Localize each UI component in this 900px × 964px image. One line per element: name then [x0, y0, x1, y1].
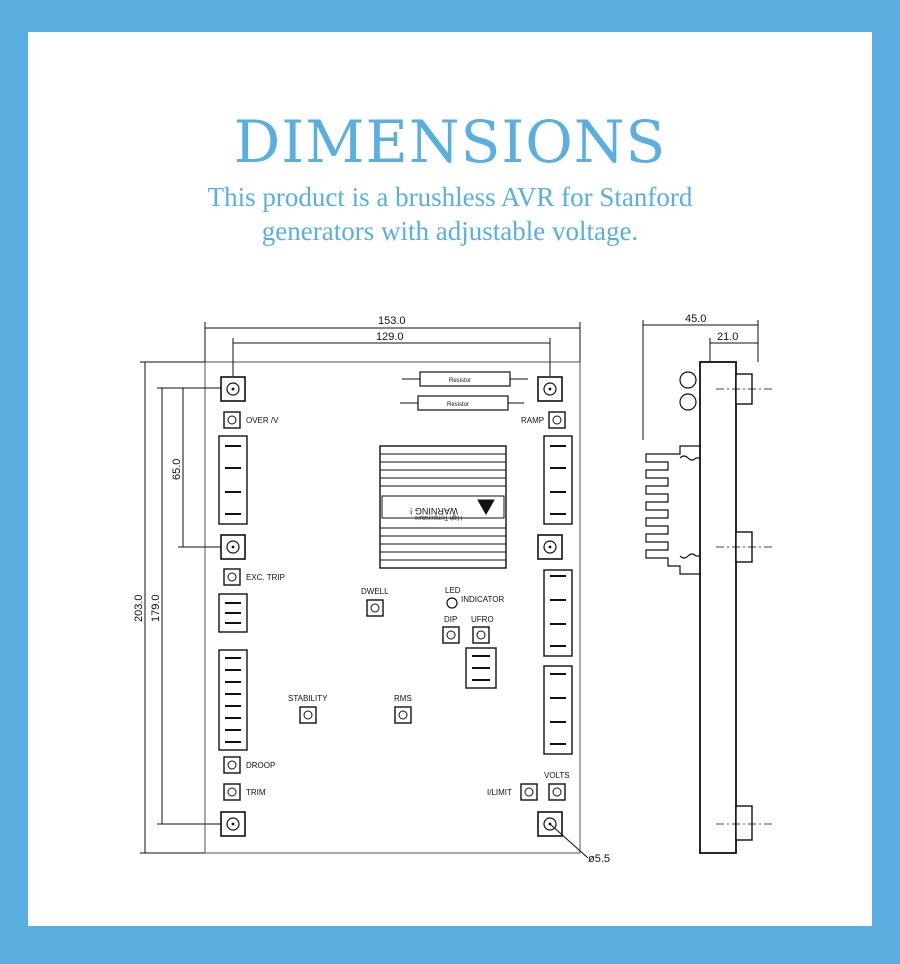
pot-dwell	[366, 599, 384, 617]
dim-side-depth: 45.0	[685, 313, 706, 325]
pot-ramp	[548, 411, 566, 429]
pot-over-v	[223, 411, 241, 429]
svg-text:Resistor: Resistor	[449, 378, 471, 384]
dim-side-depth-inner: 21.0	[717, 331, 738, 343]
terminal-block-left-2	[218, 593, 248, 633]
left-dimensions	[140, 361, 222, 854]
board-outline	[204, 361, 581, 854]
label-over-v: OVER /V	[246, 416, 279, 425]
warning-label: WARNING !	[410, 506, 458, 516]
terminal-block-left-3	[218, 649, 248, 751]
subtitle-line-1: This product is a brushless AVR for Stan…	[207, 182, 693, 212]
pot-exc-trip	[223, 568, 241, 586]
pot-dip	[442, 626, 460, 644]
pot-trim	[223, 783, 241, 801]
led-indicator	[446, 597, 458, 609]
label-trim: TRIM	[246, 788, 266, 797]
terminal-block-left-1	[218, 435, 248, 525]
terminal-block-center	[465, 647, 497, 689]
svg-text:Resistor: Resistor	[447, 402, 469, 408]
pot-i-limit	[520, 783, 538, 801]
page-title: DIMENSIONS	[233, 108, 667, 176]
dim-upper-hole-spacing: 65.0	[171, 459, 183, 480]
dim-overall-height: 203.0	[133, 594, 145, 622]
resistor-2: Resistor	[400, 395, 524, 411]
mounting-hole-top-left	[220, 376, 246, 402]
dim-hole-spacing-width: 129.0	[376, 331, 404, 343]
page-subtitle: This product is a brushless AVR for Stan…	[28, 180, 872, 248]
label-volts: VOLTS	[544, 771, 570, 780]
label-dip: DIP	[444, 615, 457, 624]
side-dimensions	[642, 320, 759, 440]
label-indicator: INDICATOR	[461, 595, 504, 604]
side-view-heatsink	[645, 445, 700, 575]
label-stability: STABILITY	[288, 694, 328, 703]
top-dimensions	[204, 322, 581, 376]
subtitle-line-2: generators with adjustable voltage.	[261, 216, 639, 246]
label-droop: DROOP	[246, 761, 275, 770]
pot-stability	[299, 706, 317, 724]
pot-ufro	[472, 626, 490, 644]
dim-hole-spacing-height: 179.0	[150, 594, 162, 622]
side-view-board	[679, 361, 772, 854]
pot-volts	[548, 783, 566, 801]
label-i-limit: I/LIMIT	[487, 788, 512, 797]
label-rms: RMS	[394, 694, 412, 703]
pot-rms	[394, 706, 412, 724]
terminal-block-right-2	[543, 569, 573, 657]
label-ramp: RAMP	[521, 416, 544, 425]
label-led: LED	[445, 586, 461, 595]
pot-droop	[223, 756, 241, 774]
heatsink	[379, 445, 507, 569]
high-temp-label: High Temperature	[414, 514, 462, 520]
dim-overall-width: 153.0	[378, 315, 406, 327]
terminal-block-right-3	[543, 665, 573, 755]
dim-hole-diameter: ø5.5	[588, 853, 610, 865]
mounting-hole-mid-right	[537, 534, 563, 560]
label-exc-trip: EXC. TRIP	[246, 573, 285, 582]
mounting-hole-bottom-left	[220, 811, 246, 837]
resistor-1: Resistor	[402, 371, 528, 387]
mounting-hole-mid-left	[220, 534, 246, 560]
label-ufro: UFRO	[471, 615, 494, 624]
mounting-hole-top-right	[537, 376, 563, 402]
label-dwell: DWELL	[361, 587, 389, 596]
terminal-block-right-1	[543, 435, 573, 525]
